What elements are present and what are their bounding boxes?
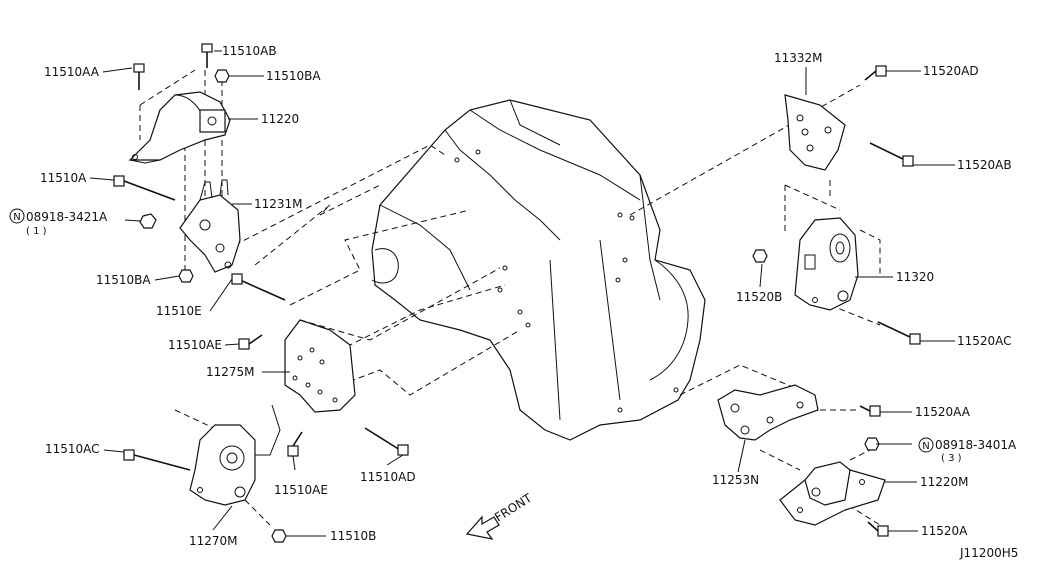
label-08918-3401A-qty: ( 3 ) <box>941 453 962 464</box>
label-11320: 11320 <box>896 270 934 284</box>
mount-11320 <box>794 217 859 311</box>
bracket-11332M <box>784 94 846 171</box>
label-11510E: 11510E <box>156 304 202 318</box>
bolt-11520AB <box>869 142 914 167</box>
label-11253N: 11253N <box>712 473 759 487</box>
label-11510BA-top: 11510BA <box>266 69 321 83</box>
label-08918-3421A: 08918-3421A <box>26 210 108 224</box>
label-11220M: 11220M <box>920 475 969 489</box>
bolt-11510AB <box>201 43 213 68</box>
label-11275M: 11275M <box>206 365 255 379</box>
mount-11220 <box>128 91 231 164</box>
bracket-11275M <box>284 319 356 413</box>
bolt-11520AD <box>864 65 887 81</box>
bolt-11510A <box>113 175 176 201</box>
bolt-11510AE-top <box>238 334 263 350</box>
circled-n-icon <box>918 437 934 453</box>
nut-marker-right: N <box>918 437 934 453</box>
bracket-11231M <box>179 179 241 273</box>
bolt-11520AA <box>859 405 881 417</box>
label-11520AA: 11520AA <box>915 405 971 419</box>
label-11510AB: 11510AB <box>222 44 277 58</box>
bolt-11510AA <box>133 63 145 90</box>
label-11510AE-top: 11510AE <box>168 338 222 352</box>
engine-block <box>371 99 706 441</box>
nut-08918-3401A <box>864 437 880 451</box>
front-arrow <box>465 515 500 540</box>
bolt-11510E <box>231 273 286 301</box>
label-11520B: 11520B <box>736 290 782 304</box>
nut-marker-left-letter: N <box>13 212 20 223</box>
circled-n-icon <box>9 208 25 224</box>
label-11510BA-low: 11510BA <box>96 273 151 287</box>
label-11510A: 11510A <box>40 171 87 185</box>
label-11520AB: 11520AB <box>957 158 1012 172</box>
label-11510B: 11510B <box>330 529 376 543</box>
label-11332M: 11332M <box>774 51 823 65</box>
label-08918-3401A: 08918-3401A <box>935 438 1017 452</box>
bracket-11253N <box>717 384 819 441</box>
bolt-11520AC <box>877 321 921 345</box>
label-11231M: 11231M <box>254 197 303 211</box>
nut-marker-right-letter: N <box>922 441 929 452</box>
label-front: FRONT <box>492 491 535 525</box>
label-11520A: 11520A <box>921 524 968 538</box>
label-11510AE-low: 11510AE <box>274 483 328 497</box>
bolt-11510AE-low <box>287 431 303 457</box>
nut-11510BA-low <box>178 269 194 283</box>
mount-11220M <box>779 461 886 526</box>
label-11510AA: 11510AA <box>44 65 100 79</box>
label-11220: 11220 <box>261 112 299 126</box>
nut-11520B <box>752 249 768 263</box>
label-08918-3421A-qty: ( 1 ) <box>26 226 47 237</box>
nut-11510B <box>271 529 287 543</box>
label-11270M: 11270M <box>189 534 238 548</box>
label-leaders <box>89 50 955 537</box>
mount-11270M <box>189 404 281 506</box>
label-11520AD: 11520AD <box>923 64 979 78</box>
label-11510AD: 11510AD <box>360 470 416 484</box>
label-11520AC: 11520AC <box>957 334 1012 348</box>
bolt-11510AC <box>123 449 191 471</box>
nut-11510BA-top <box>214 69 230 83</box>
bolt-11510AD <box>364 427 409 456</box>
nut-08918-3421A <box>139 213 157 229</box>
nut-marker-left: N <box>9 208 25 224</box>
diagram-id: J11200H5 <box>959 546 1018 560</box>
label-11510AC: 11510AC <box>45 442 100 456</box>
